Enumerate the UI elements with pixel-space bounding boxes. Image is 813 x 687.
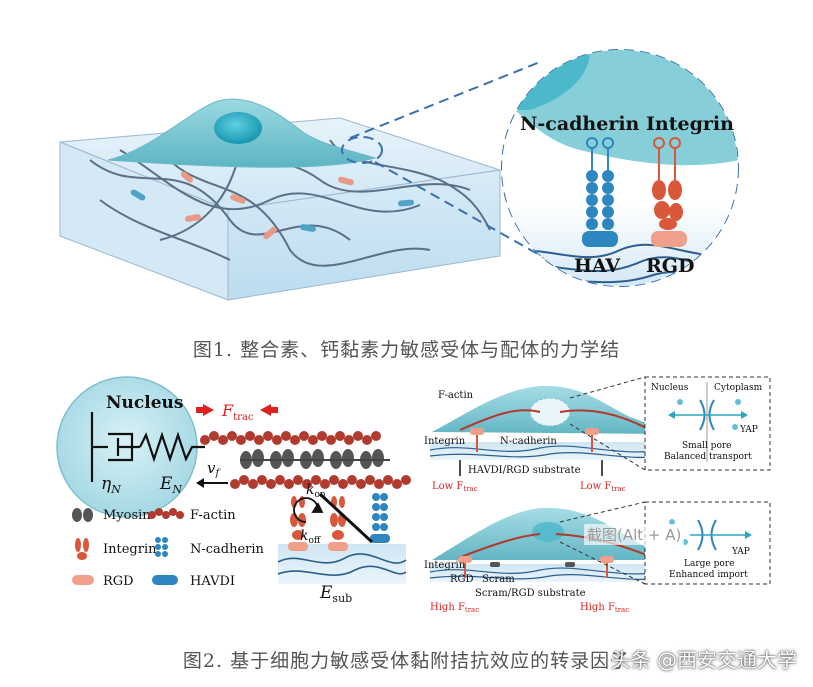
- top-label-cytoplasm: Cytoplasm: [714, 383, 763, 393]
- esub-subscript: sub: [332, 592, 352, 605]
- svg-text:Low Ftrac: Low Ftrac: [580, 481, 626, 493]
- kon-symbol: k: [306, 482, 314, 498]
- bottom-label-substrate: Scram/RGD substrate: [475, 588, 586, 599]
- legend-myosin: Myosin: [103, 508, 151, 523]
- legend-ncadherin: N-cadherin: [190, 542, 265, 557]
- eta-subscript: N: [110, 483, 121, 496]
- bottom-pore-line2: Enhanced import: [669, 570, 748, 580]
- svg-text:Ftrac: Ftrac: [221, 401, 254, 423]
- figure-2-caption: 图2. 基于细胞力敏感受体黏附拮抗效应的转录因子: [182, 650, 631, 672]
- fiber-network: [89, 139, 491, 267]
- top-label-factin: F-actin: [438, 390, 474, 401]
- eta-symbol: η: [101, 474, 112, 494]
- svg-text:High Ftrac: High Ftrac: [430, 602, 479, 614]
- nucleus-label: Nucleus: [106, 393, 183, 413]
- label-n-cadherin: N-cadherin: [520, 113, 640, 135]
- top-low-left-sub: trac: [463, 485, 477, 493]
- ftrac-symbol: F: [221, 401, 234, 420]
- bottom-label-rgd: RGD: [450, 574, 474, 585]
- figure-2: Nucleus ηN EN Ftrac: [56, 376, 771, 614]
- top-label-integrin: Integrin: [424, 436, 466, 447]
- legend-havdi: HAVDI: [190, 574, 235, 589]
- top-low-right-sub: trac: [611, 485, 625, 493]
- svg-text:kon: kon: [306, 482, 326, 500]
- kon-subscript: on: [314, 490, 325, 500]
- top-label-yap: YAP: [739, 425, 758, 435]
- watermark: 头条 @西安交通大学: [610, 648, 797, 672]
- top-pore-line2: Balanced transport: [664, 452, 752, 462]
- en-subscript: N: [171, 483, 182, 496]
- integrin-receptor: [651, 137, 687, 247]
- svg-text:EN: EN: [159, 474, 182, 496]
- top-label-ncadherin: N-cadherin: [500, 436, 557, 447]
- top-low-left: Low F: [432, 481, 463, 492]
- legend-factin: F-actin: [190, 508, 236, 523]
- bottom-high-left: High F: [430, 602, 465, 613]
- top-pore-line1: Small pore: [682, 441, 732, 451]
- svg-text:Esub: Esub: [319, 583, 352, 605]
- svg-text:Low Ftrac: Low Ftrac: [432, 481, 478, 493]
- figure-1-caption: 图1. 整合素、钙黏素力敏感受体与配体的力学结: [192, 339, 621, 361]
- svg-text:ηN: ηN: [101, 474, 121, 496]
- left-substrate: kon koff Esub: [277, 482, 407, 605]
- bottom-label-scram: Scram: [482, 574, 515, 585]
- bottom-cell-panel: Integrin RGD Scram Scram/RGD substrate H…: [424, 501, 771, 614]
- top-label-nucleus: Nucleus: [651, 383, 689, 393]
- hav-ligand: [582, 231, 618, 247]
- cell-body: [107, 98, 377, 168]
- bottom-pore-line1: Large pore: [684, 559, 734, 569]
- nucleus: [214, 112, 262, 144]
- myosin-motors: [240, 449, 390, 469]
- n-cadherin-receptor: [582, 137, 618, 247]
- esub-symbol: E: [319, 583, 333, 603]
- actin-filaments: [200, 431, 411, 489]
- traction-force-arrows: Ftrac: [196, 401, 278, 423]
- top-cell-panel: F-actin Integrin N-cadherin HAVDI/RGD su…: [424, 376, 771, 493]
- koff-subscript: off: [308, 536, 320, 546]
- svg-text:koff: koff: [300, 528, 321, 546]
- figure-1: N-cadherin Integrin HAV RGD: [59, 49, 739, 301]
- legend-integrin: Integrin: [103, 542, 157, 557]
- vf-symbol: v: [207, 459, 216, 477]
- label-rgd: RGD: [646, 255, 695, 277]
- top-label-substrate: HAVDI/RGD substrate: [468, 465, 581, 476]
- bottom-label-integrin: Integrin: [424, 560, 466, 571]
- receptor-markers: [130, 171, 414, 240]
- bottom-label-yap: YAP: [731, 547, 750, 557]
- koff-symbol: k: [300, 528, 308, 544]
- bottom-high-right-sub: trac: [615, 606, 629, 614]
- rgd-ligand: [651, 231, 687, 247]
- legend-rgd: RGD: [103, 574, 134, 589]
- ftrac-subscript: trac: [233, 412, 254, 423]
- svg-text:vf: vf: [207, 459, 221, 479]
- screenshot-overlay-text: 截图(Alt + A): [584, 524, 685, 545]
- flow-velocity-arrow: vf: [196, 459, 228, 488]
- bottom-high-right: High F: [580, 602, 615, 613]
- svg-text:High Ftrac: High Ftrac: [580, 602, 629, 614]
- en-symbol: E: [159, 474, 173, 494]
- vf-subscript: f: [214, 468, 221, 479]
- label-hav: HAV: [574, 255, 621, 277]
- label-integrin: Integrin: [646, 113, 734, 135]
- top-low-right: Low F: [580, 481, 611, 492]
- legend: Myosin F-actin Integrin N-cadherin RGD H…: [72, 508, 265, 589]
- nucleus-circle: Nucleus ηN EN: [56, 376, 205, 518]
- bottom-high-left-sub: trac: [465, 606, 479, 614]
